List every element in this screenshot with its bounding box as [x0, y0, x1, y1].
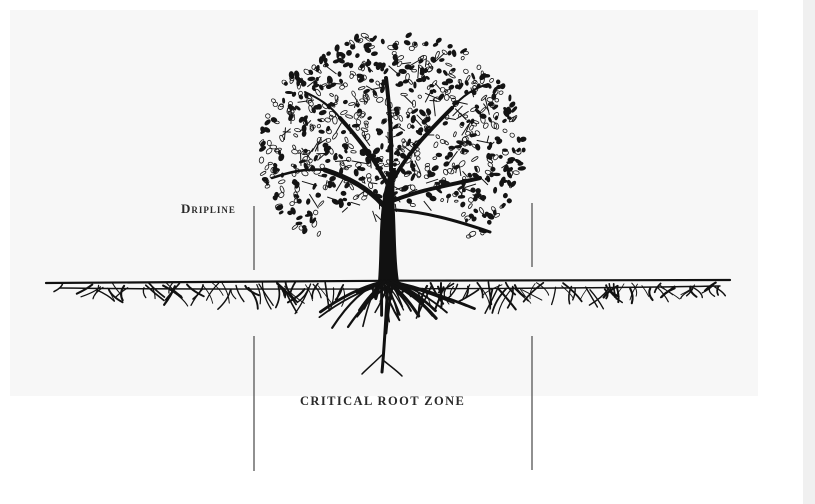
dripline-label: Dripline: [181, 201, 236, 216]
dripline-markers: [253, 203, 533, 471]
tree-canopy: [258, 32, 527, 239]
critical-root-zone-label: CRITICAL ROOT ZONE: [300, 394, 466, 408]
root-system: [44, 278, 732, 377]
tree-trunk: [270, 76, 492, 282]
scrollbar-track[interactable]: [803, 0, 815, 504]
